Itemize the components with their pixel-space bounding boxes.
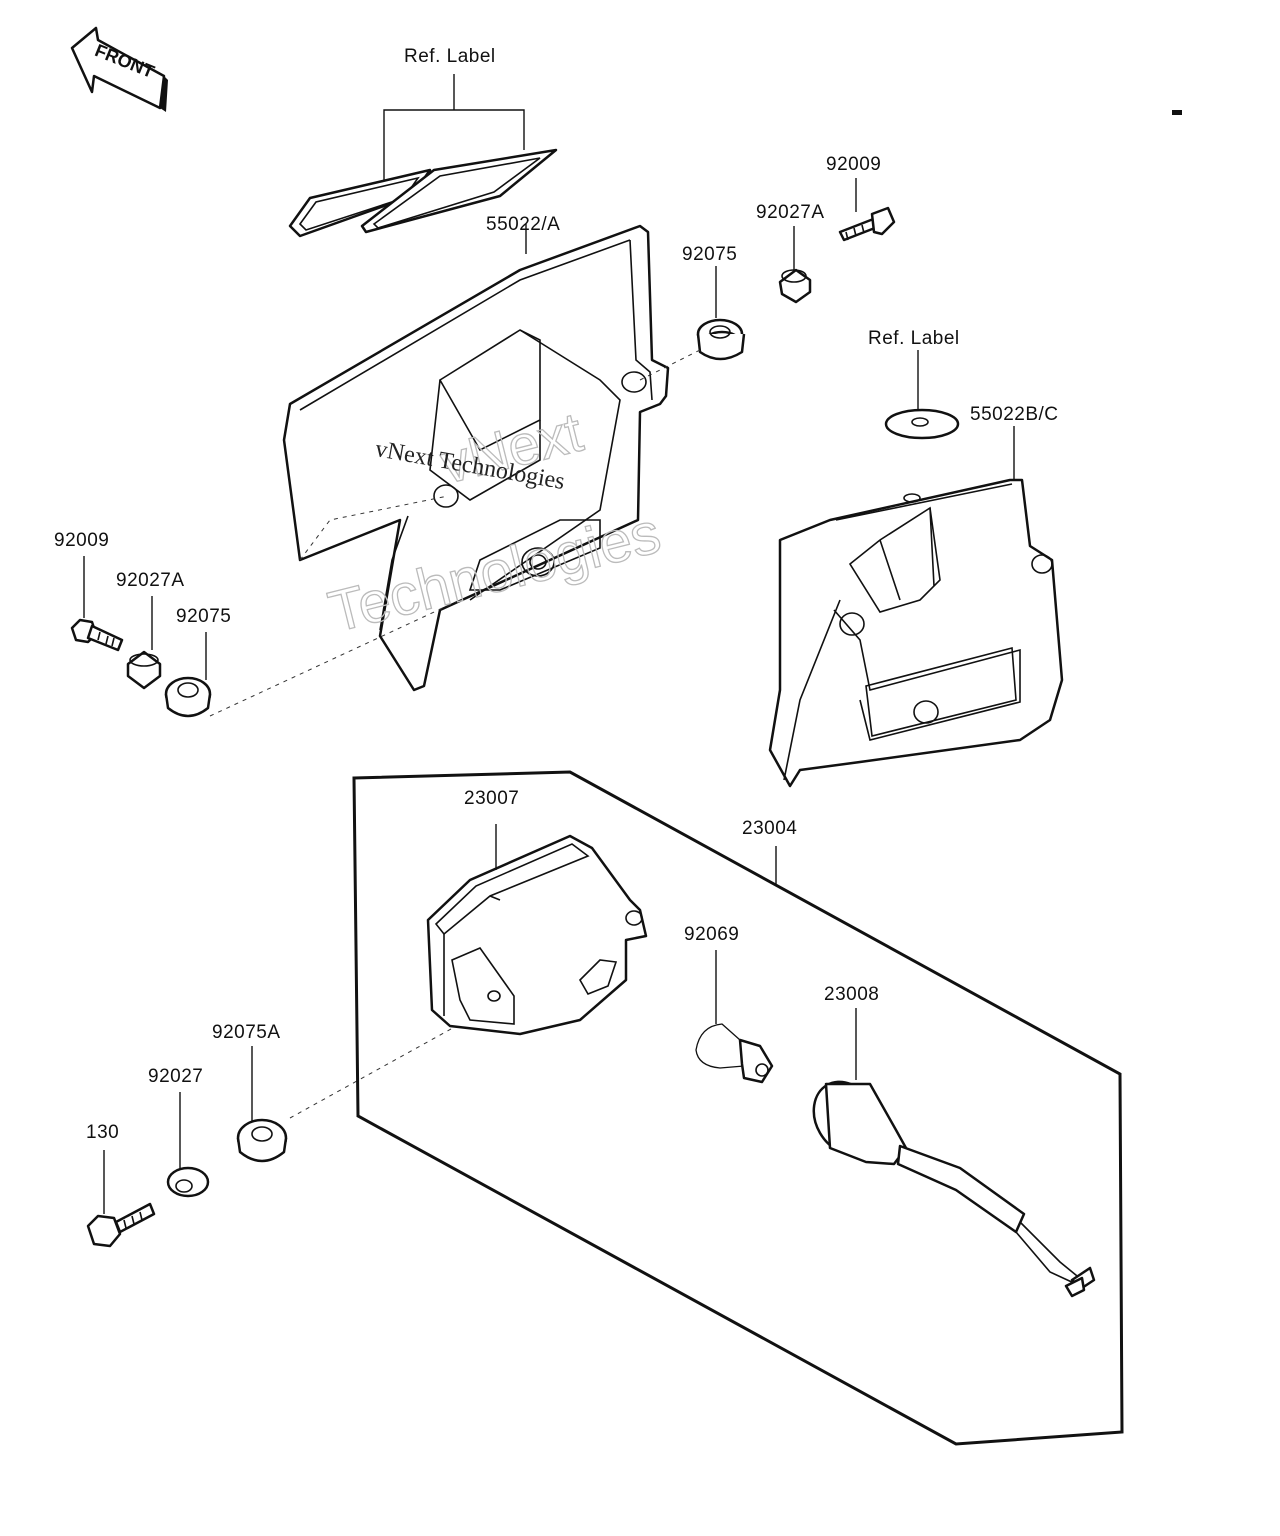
label-92075-top: 92075 bbox=[682, 244, 737, 265]
spacer-92027a-top bbox=[778, 226, 812, 304]
corner-mark bbox=[1172, 110, 1182, 115]
grommet-92075-left bbox=[164, 632, 212, 718]
label-92009-top: 92009 bbox=[826, 154, 881, 175]
label-92027a-left: 92027A bbox=[116, 570, 185, 591]
socket-23008 bbox=[812, 1008, 1096, 1298]
bulb-92069 bbox=[695, 950, 774, 1084]
align-line-4 bbox=[289, 1023, 461, 1119]
ref-label-stickers bbox=[288, 74, 558, 238]
label-92027a-top: 92027A bbox=[756, 202, 825, 223]
label-55022a: 55022/A bbox=[486, 214, 560, 235]
bolt-130 bbox=[86, 1150, 156, 1248]
label-92027: 92027 bbox=[148, 1066, 203, 1087]
label-ref-label-top: Ref. Label bbox=[404, 46, 496, 67]
label-92069: 92069 bbox=[684, 924, 739, 945]
label-92075a: 92075A bbox=[212, 1022, 281, 1043]
label-ref-label-right: Ref. Label bbox=[868, 328, 960, 349]
grommet-92075a bbox=[236, 1046, 288, 1163]
ref-label-round bbox=[884, 350, 960, 440]
label-55022bc: 55022B/C bbox=[970, 404, 1059, 425]
label-92075-left: 92075 bbox=[176, 606, 231, 627]
bolt-92009-left bbox=[70, 556, 124, 652]
housing-55022bc bbox=[768, 426, 1064, 788]
align-line-3 bbox=[639, 349, 701, 381]
spacer-92027a-left bbox=[126, 596, 162, 690]
lens-23007 bbox=[426, 824, 648, 1036]
collar-92027 bbox=[166, 1092, 210, 1198]
label-23008: 23008 bbox=[824, 984, 879, 1005]
label-130: 130 bbox=[86, 1122, 119, 1143]
bolt-92009-top bbox=[838, 178, 896, 242]
grommet-92075-top bbox=[696, 266, 746, 361]
label-23004: 23004 bbox=[742, 818, 797, 839]
align-line-1 bbox=[209, 599, 461, 717]
front-arrow-icon: FRONT bbox=[70, 26, 168, 112]
label-92009-left: 92009 bbox=[54, 530, 109, 551]
label-23007: 23007 bbox=[464, 788, 519, 809]
assembly-box-23004 bbox=[352, 770, 1124, 1446]
housing-55022a bbox=[282, 224, 670, 692]
